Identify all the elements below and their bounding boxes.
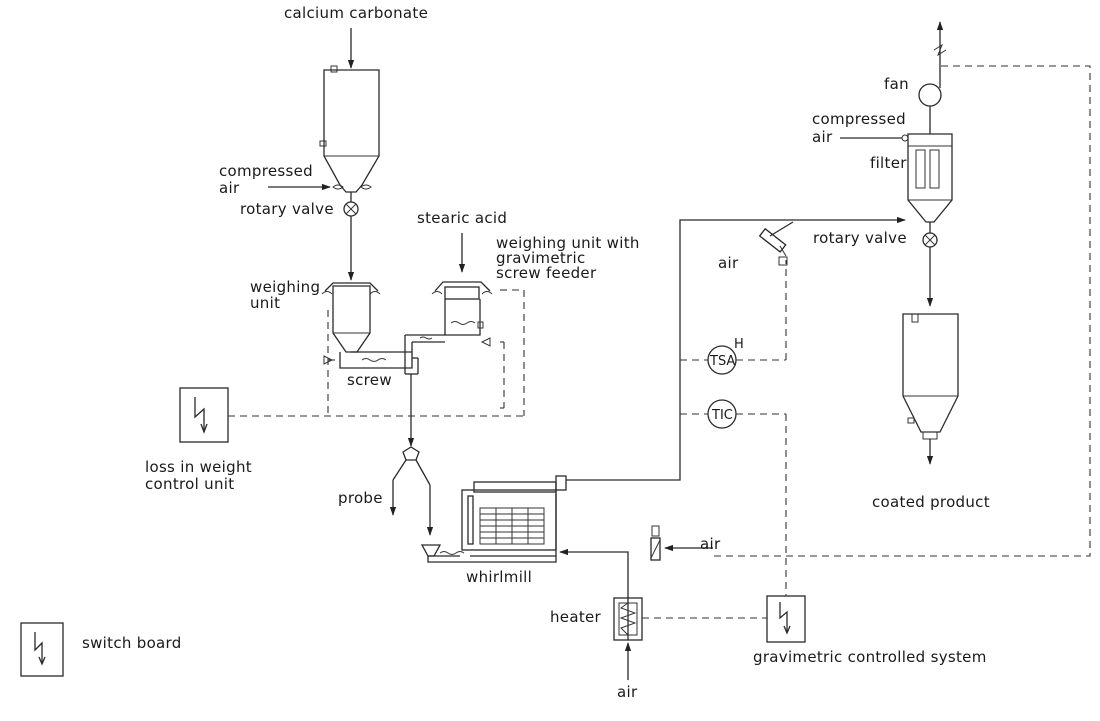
rotary-valve-right-icon [922, 232, 938, 248]
label-rotary-valve-right: rotary valve [813, 229, 907, 247]
label-coated-product: coated product [872, 493, 990, 511]
stearic-acid-feeder [404, 233, 493, 374]
label-filter: filter [870, 154, 907, 172]
weighing-unit-left [321, 282, 419, 375]
switch-board-legend [20, 622, 64, 677]
tsa-label: TSA [709, 354, 735, 369]
tsa-tag: H [734, 337, 744, 352]
label-gravimetric-system: gravimetric controlled system [753, 648, 987, 666]
probe-divider [389, 446, 434, 536]
air-valve-mill [650, 525, 661, 561]
fan-icon [918, 21, 947, 107]
air-valve-filter [758, 221, 794, 266]
tic-label: TIC [711, 408, 733, 423]
coated-product-silo [902, 313, 959, 465]
label-heater: heater [550, 608, 602, 626]
tsa-instrument [680, 260, 787, 375]
label-compressed-air-left-2: air [219, 179, 240, 197]
label-weighing-screw-2: gravimetric [496, 249, 586, 267]
label-air-bottom: air [617, 683, 638, 701]
control-signal-lines-left [228, 289, 525, 417]
label-air-valve: air [718, 254, 739, 272]
label-compressed-air-right-2: air [812, 128, 833, 146]
label-compressed-air-right: compressed [812, 110, 906, 128]
loss-in-weight-control-unit [179, 387, 229, 443]
label-weighing-screw-3: screw feeder [496, 264, 597, 282]
label-probe: probe [338, 489, 383, 507]
label-loss-in-weight-1: loss in weight [145, 458, 252, 476]
label-compressed-air-left: compressed [219, 162, 313, 180]
label-fan: fan [884, 75, 909, 93]
label-weighing-unit-1: weighing [250, 278, 320, 296]
label-switch-board: switch board [82, 634, 182, 652]
filter-unit [840, 106, 953, 223]
label-air-mill: air [700, 535, 721, 553]
label-loss-in-weight-2: control unit [145, 475, 234, 493]
gravimetric-controlled-system [766, 595, 806, 643]
label-screw: screw [347, 371, 392, 389]
tic-instrument [680, 399, 787, 596]
label-calcium-carbonate: calcium carbonate [284, 4, 428, 22]
label-weighing-unit-2: unit [250, 294, 280, 312]
heater [613, 597, 643, 680]
label-rotary-valve-left: rotary valve [240, 200, 334, 218]
rotary-valve-left-icon [343, 201, 359, 217]
label-weighing-screw-1: weighing unit with [496, 234, 640, 252]
whirlmill [420, 475, 567, 563]
label-whirlmill: whirlmill [466, 568, 532, 586]
label-stearic-acid: stearic acid [417, 209, 507, 227]
calcium-carbonate-silo [268, 28, 380, 281]
